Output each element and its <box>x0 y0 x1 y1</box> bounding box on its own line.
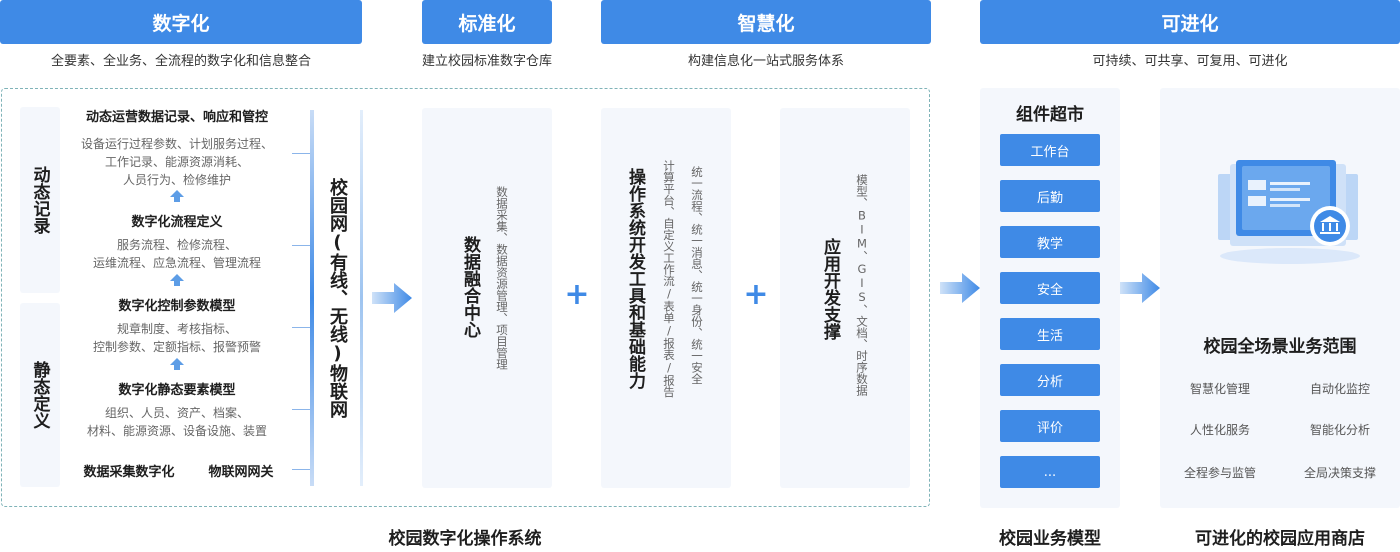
plus-icon: + <box>564 277 590 312</box>
network-bar-left <box>310 110 314 486</box>
footer-os: 校园数字化操作系统 <box>388 529 542 549</box>
data-collection-label: 数据采集数字化 <box>83 465 175 480</box>
static-define-label: 静态定义 <box>29 361 50 429</box>
group-desc: 运维流程、应急流程、管理流程 <box>92 256 261 270</box>
header-evolvable: 可进化 <box>980 0 1400 44</box>
dynamic-record-label: 动态记录 <box>29 166 50 234</box>
connector-line <box>292 153 310 154</box>
data-center-desc: 数据采集、数据资源管理、项目管理 <box>495 186 509 370</box>
group-desc: 人员行为、检修维护 <box>122 173 231 187</box>
os-tools-title-wrap: 操作系统开发工具和基础能力 <box>623 168 648 393</box>
app-dev-title-wrap: 应用开发支撑 <box>818 238 843 344</box>
network-panel: 校园网(有线、无线)物联网 <box>314 108 360 488</box>
dynamic-record-panel: 动态记录 <box>20 107 60 293</box>
connector-line <box>292 409 310 410</box>
network-bar-right <box>360 110 363 486</box>
scope-item: 人性化服务 <box>1189 423 1250 437</box>
group-desc: 控制参数、定额指标、报警预警 <box>92 340 261 354</box>
group-static: 数字化静态要素模型 组织、人员、资产、档案、 材料、能源资源、设备设施、装置 <box>66 379 288 440</box>
group-desc: 材料、能源资源、设备设施、装置 <box>86 424 267 438</box>
app-dev-desc: 模型、BIM、GIS、文档、时序数据 <box>855 174 869 396</box>
footer-store: 可进化的校园应用商店 <box>1195 529 1365 549</box>
scope-item: 自动化监控 <box>1309 382 1370 396</box>
os-tools-title: 操作系统开发工具和基础能力 <box>625 168 645 389</box>
plus-icon: + <box>743 277 769 312</box>
app-dev-desc-wrap: 模型、BIM、GIS、文档、时序数据 <box>854 174 870 400</box>
iot-gateway-label: 物联网网关 <box>208 465 274 480</box>
components-panel: 组件超市 工作台 后勤 教学 安全 生活 分析 评价 ... <box>980 88 1120 508</box>
os-tools-panel: 操作系统开发工具和基础能力 计算平台、自定义工作流/表单/报表/报告 统一流程、… <box>601 108 731 488</box>
arrow-right-icon <box>1120 273 1160 303</box>
app-dev-panel: 应用开发支撑 模型、BIM、GIS、文档、时序数据 <box>780 108 910 488</box>
arrow-right-icon <box>372 283 412 313</box>
connector-line <box>292 245 310 246</box>
group-title: 数字化流程定义 <box>131 215 223 230</box>
os-tools-col2: 统一流程、统一消息、统一身份、统一安全 <box>690 166 704 385</box>
group-desc: 服务流程、检修流程、 <box>116 238 237 252</box>
data-center-title: 数据融合中心 <box>460 236 480 338</box>
footer-model: 校园业务模型 <box>999 529 1101 549</box>
component-item-evaluation[interactable]: 评价 <box>1000 410 1100 442</box>
data-center-desc-wrap: 数据采集、数据资源管理、项目管理 <box>494 186 510 374</box>
header-standard: 标准化 <box>422 0 552 44</box>
os-tools-col2-wrap: 统一流程、统一消息、统一身份、统一安全 <box>689 166 705 389</box>
group-dynamic-ops: 动态运营数据记录、响应和管控 设备运行过程参数、计划服务过程、 工作记录、能源资… <box>66 106 288 189</box>
component-item-logistics[interactable]: 后勤 <box>1000 180 1100 212</box>
up-arrow-icon <box>170 274 184 286</box>
data-center-title-wrap: 数据融合中心 <box>458 236 483 342</box>
os-container <box>1 88 930 507</box>
connector-line <box>292 327 310 328</box>
header-digital: 数字化 <box>0 0 362 44</box>
component-item-workbench[interactable]: 工作台 <box>1000 134 1100 166</box>
static-define-panel: 静态定义 <box>20 303 60 487</box>
data-center-panel: 数据融合中心 数据采集、数据资源管理、项目管理 <box>422 108 552 488</box>
app-store-panel: 校园全场景业务范围 智慧化管理 自动化监控 人性化服务 智能化分析 全程参与监管… <box>1160 88 1400 508</box>
subtitle-digital: 全要素、全业务、全流程的数字化和信息整合 <box>50 54 311 69</box>
subtitle-evolvable: 可持续、可共享、可复用、可进化 <box>1092 54 1288 69</box>
component-item-teaching[interactable]: 教学 <box>1000 226 1100 258</box>
group-title: 数字化控制参数模型 <box>118 299 236 314</box>
header-smart: 智慧化 <box>601 0 931 44</box>
scope-item: 智能化分析 <box>1309 423 1370 437</box>
component-item-analysis[interactable]: 分析 <box>1000 364 1100 396</box>
connector-line <box>292 469 310 470</box>
components-title: 组件超市 <box>1016 105 1084 125</box>
up-arrow-icon <box>170 358 184 370</box>
scope-item: 智慧化管理 <box>1189 382 1250 396</box>
scope-title: 校园全场景业务范围 <box>1203 337 1357 357</box>
group-title: 数字化静态要素模型 <box>118 383 236 398</box>
group-desc: 规章制度、考核指标、 <box>116 322 237 336</box>
up-arrow-icon <box>170 190 184 202</box>
component-item-more[interactable]: ... <box>1000 456 1100 488</box>
group-title: 动态运营数据记录、响应和管控 <box>85 110 268 125</box>
group-desc: 工作记录、能源资源消耗、 <box>104 155 249 169</box>
campus-platform-icon <box>1218 160 1360 264</box>
subtitle-smart: 构建信息化一站式服务体系 <box>687 54 844 69</box>
group-desc: 组织、人员、资产、档案、 <box>104 406 249 420</box>
group-control: 数字化控制参数模型 规章制度、考核指标、 控制参数、定额指标、报警预警 <box>66 295 288 356</box>
group-desc: 设备运行过程参数、计划服务过程、 <box>80 137 273 151</box>
arrow-right-icon <box>940 273 980 303</box>
os-tools-col1: 计算平台、自定义工作流/表单/报表/报告 <box>662 160 676 398</box>
app-dev-title: 应用开发支撑 <box>820 238 840 340</box>
os-tools-col1-wrap: 计算平台、自定义工作流/表单/报表/报告 <box>661 160 677 402</box>
component-item-life[interactable]: 生活 <box>1000 318 1100 350</box>
subtitle-standard: 建立校园标准数字仓库 <box>421 54 552 69</box>
scope-item: 全局决策支撑 <box>1303 466 1376 480</box>
group-process: 数字化流程定义 服务流程、检修流程、 运维流程、应急流程、管理流程 <box>66 211 288 272</box>
component-item-safety[interactable]: 安全 <box>1000 272 1100 304</box>
scope-item: 全程参与监管 <box>1183 466 1256 480</box>
network-label: 校园网(有线、无线)物联网 <box>327 178 348 418</box>
